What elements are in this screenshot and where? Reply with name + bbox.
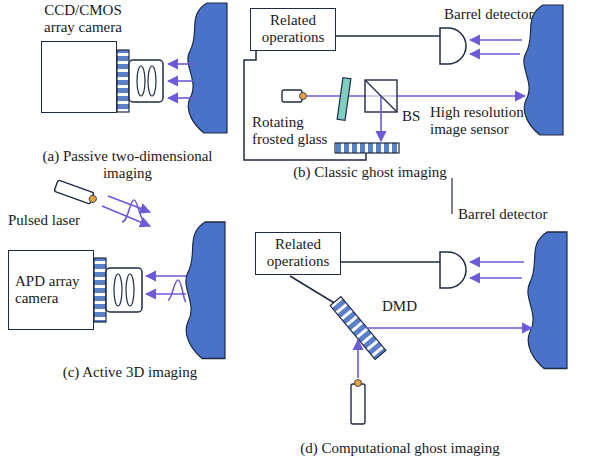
camera-body: CCD/CMOS array camera [38, 2, 128, 113]
camera-housing [41, 41, 117, 113]
part-label: Rotating frosted glass [252, 114, 336, 149]
box-text: Related operations [260, 236, 336, 271]
part-label: BS [402, 108, 432, 125]
part-label: High resolution image sensor [430, 104, 560, 139]
process-box: Related operations [255, 232, 341, 275]
part-label: DMD [382, 298, 432, 315]
camera-body: APD array camera [8, 250, 94, 330]
camera-label: APD array camera [15, 273, 87, 308]
detector-label: Barrel detector [458, 206, 598, 223]
process-box: Related operations [250, 8, 336, 51]
detector-label: Barrel detector [444, 6, 594, 23]
part-label: Pulsed laser [8, 212, 108, 229]
panel-a [117, 3, 227, 133]
camera-label: CCD/CMOS array camera [38, 2, 128, 37]
panel-caption: (d) Computational ghost imaging [260, 440, 540, 457]
panel-b [244, 5, 563, 214]
panel-caption: (c) Active 3D imaging [30, 364, 230, 381]
panel-caption: (b) Classic ghost imaging [270, 164, 470, 181]
box-text: Related operations [255, 12, 331, 47]
panel-caption: (a) Passive two-dimensional imaging [25, 148, 230, 183]
